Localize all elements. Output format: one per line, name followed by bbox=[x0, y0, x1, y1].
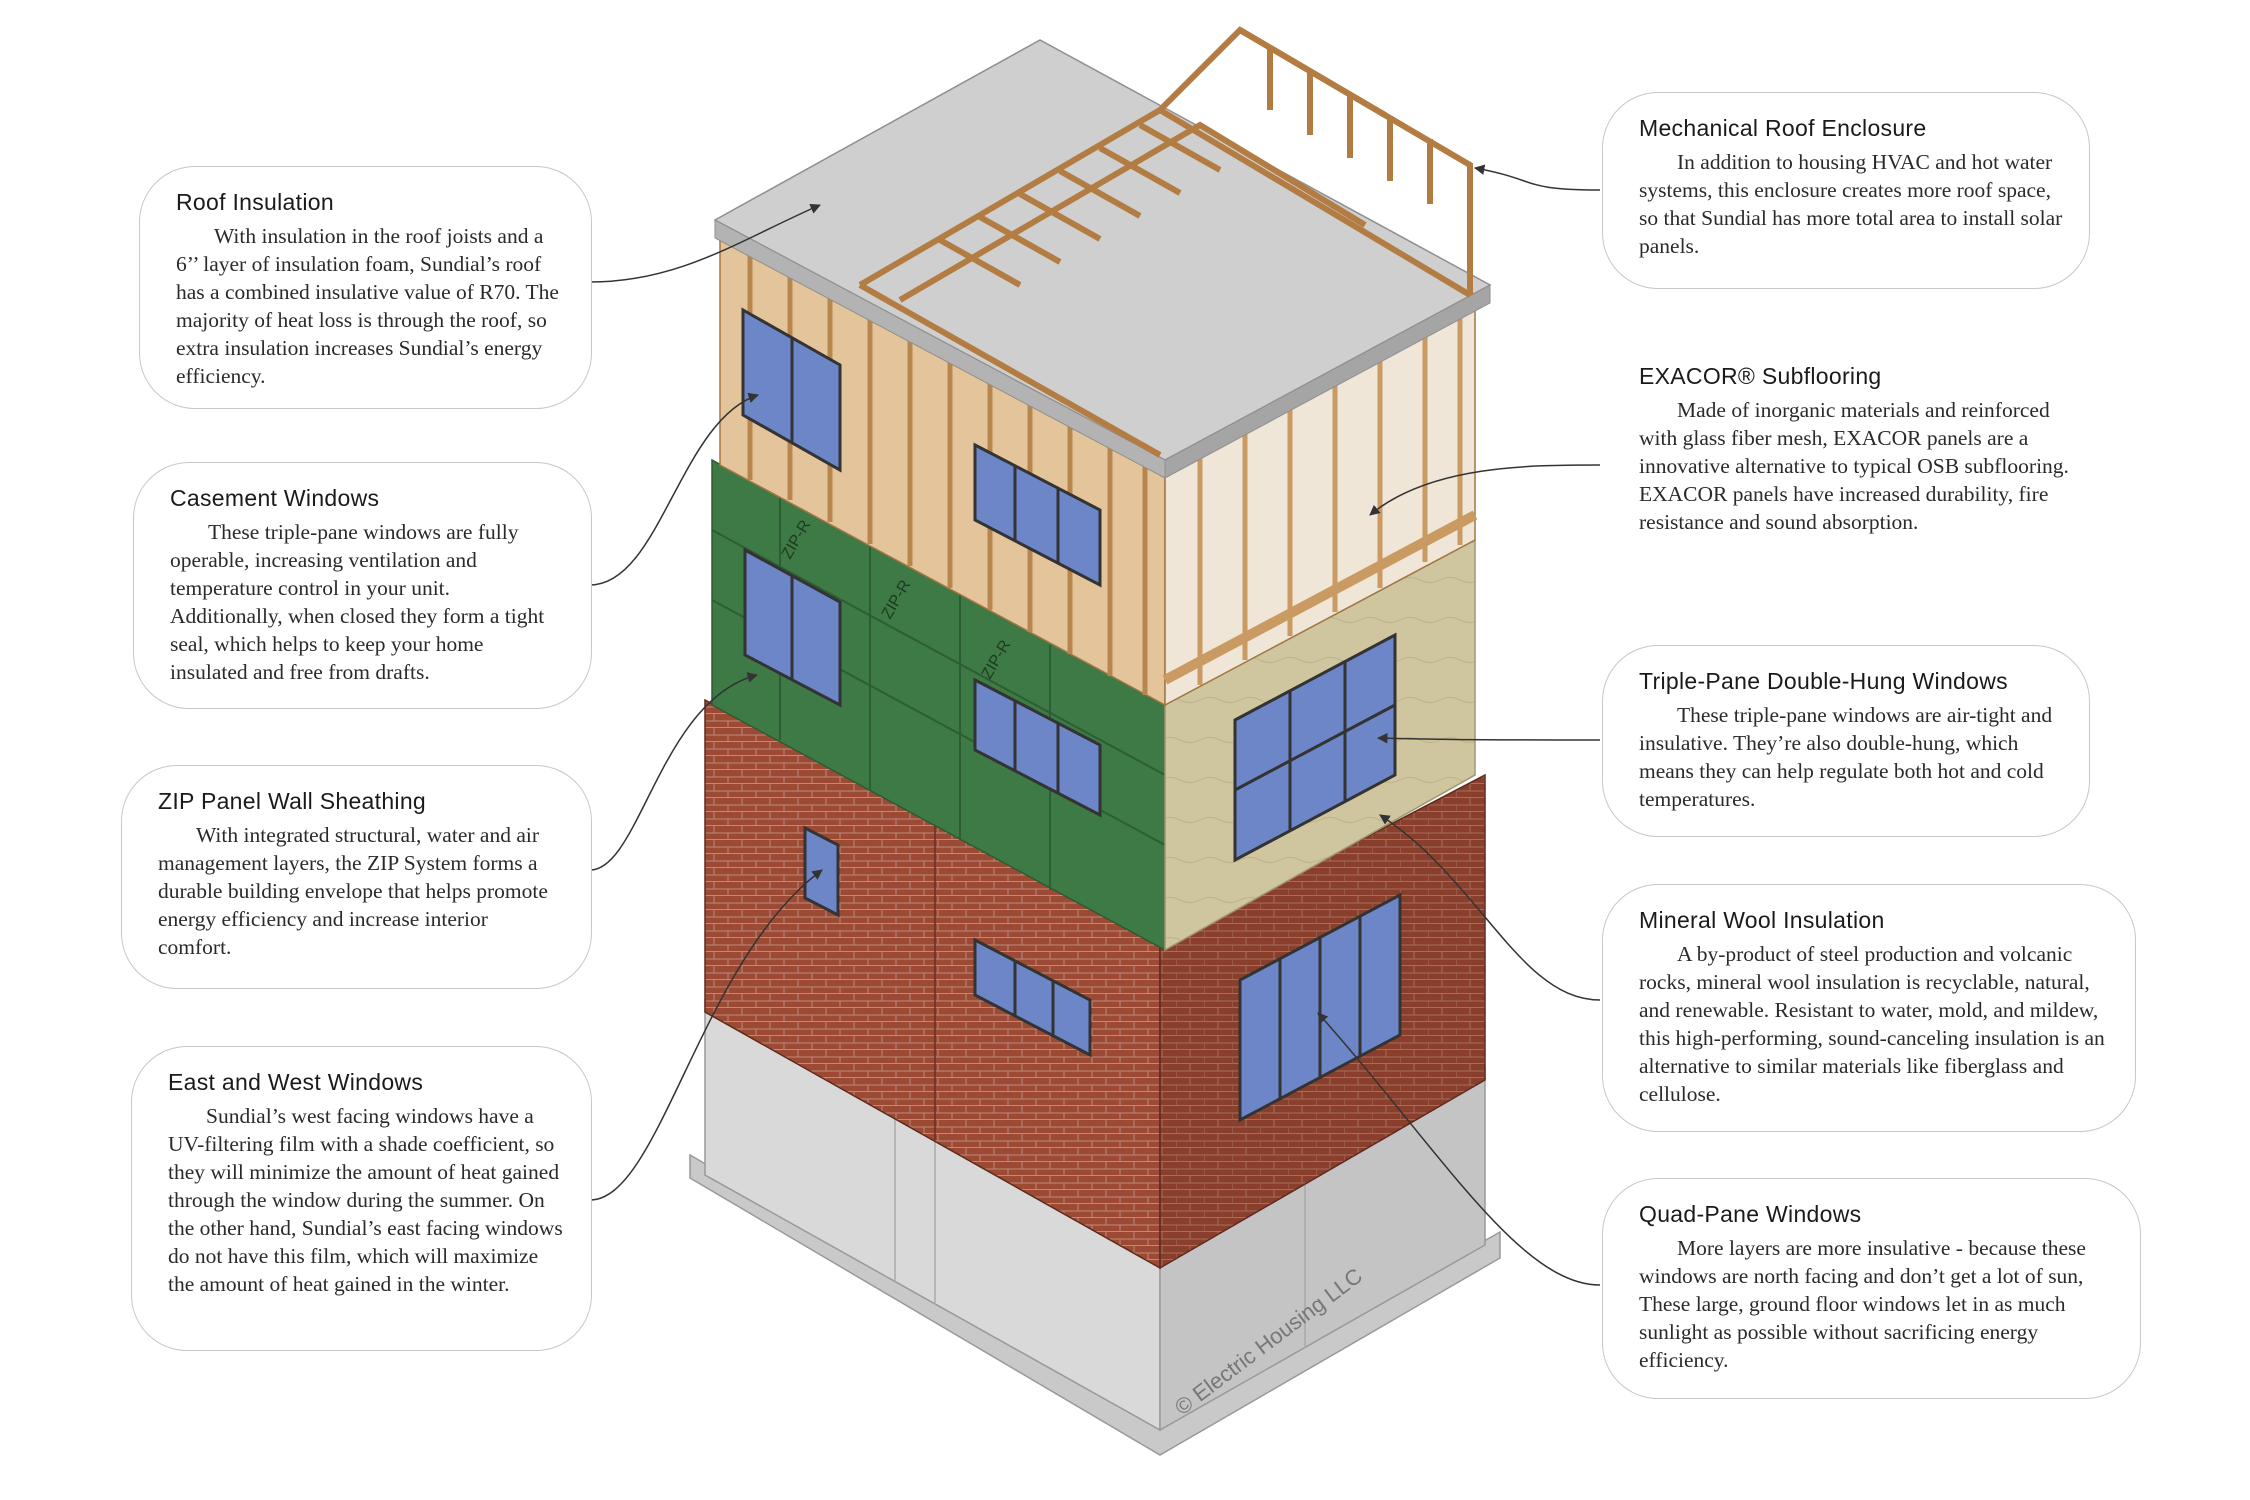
casement-window-upper bbox=[741, 307, 842, 473]
callout-text: More layers are more insulative - becaus… bbox=[1639, 1236, 2086, 1372]
callout-text: These triple-pane windows are fully oper… bbox=[170, 520, 545, 684]
roof-slab bbox=[713, 39, 1492, 479]
ground-floor-window-left bbox=[973, 937, 1092, 1058]
callout-title: Quad-Pane Windows bbox=[1639, 1201, 1862, 1227]
callout-title: East and West Windows bbox=[168, 1069, 424, 1095]
callout-text: In addition to housing HVAC and hot wate… bbox=[1639, 150, 2063, 258]
timber-frame-upper bbox=[719, 218, 1478, 707]
callout-text: Made of inorganic materials and reinforc… bbox=[1639, 398, 2069, 534]
callout-roof-insulation: Roof Insulation With insulation in the r… bbox=[139, 166, 592, 409]
casement-window-zip bbox=[743, 547, 842, 708]
window-third-floor bbox=[973, 442, 1102, 588]
leader-lines bbox=[589, 164, 1601, 1286]
quad-pane-window bbox=[1238, 892, 1402, 1123]
callout-east-west-windows: East and West Windows Sundial’s west fac… bbox=[131, 1046, 592, 1351]
callout-title: ZIP Panel Wall Sheathing bbox=[158, 788, 427, 814]
window-second-floor bbox=[973, 677, 1102, 818]
callout-mineral-wool: Mineral Wool Insulation A by-product of … bbox=[1602, 884, 2136, 1132]
callout-text: With integrated structural, water and ai… bbox=[158, 823, 548, 959]
callout-text: A by-product of steel production and vol… bbox=[1639, 942, 2105, 1106]
callout-title: Mechanical Roof Enclosure bbox=[1639, 115, 1927, 141]
callout-title: Triple-Pane Double-Hung Windows bbox=[1639, 668, 2008, 694]
callout-title: Roof Insulation bbox=[176, 189, 334, 215]
callout-text: With insulation in the roof joists and a… bbox=[176, 224, 559, 388]
callout-title: Mineral Wool Insulation bbox=[1639, 907, 1885, 933]
callout-title: Casement Windows bbox=[170, 485, 380, 511]
callout-zip-panel: ZIP Panel Wall Sheathing With integrated… bbox=[121, 765, 592, 989]
callout-quad-pane: Quad-Pane Windows More layers are more i… bbox=[1602, 1178, 2141, 1399]
callout-title: EXACOR® Subflooring bbox=[1639, 363, 1882, 389]
callout-triple-pane: Triple-Pane Double-Hung Windows These tr… bbox=[1602, 645, 2090, 837]
callout-mechanical-roof: Mechanical Roof Enclosure In addition to… bbox=[1602, 92, 2090, 289]
callout-text: These triple-pane windows are air-tight … bbox=[1639, 703, 2053, 811]
triple-pane-double-hung-window bbox=[1233, 632, 1397, 863]
callout-exacor: EXACOR® Subflooring Made of inorganic ma… bbox=[1602, 340, 2096, 580]
roof-trusses bbox=[858, 26, 1473, 458]
callout-text: Sundial’s west facing windows have a UV-… bbox=[168, 1104, 563, 1296]
east-west-small-window bbox=[803, 825, 840, 918]
callout-casement-windows: Casement Windows These triple-pane windo… bbox=[133, 462, 592, 709]
